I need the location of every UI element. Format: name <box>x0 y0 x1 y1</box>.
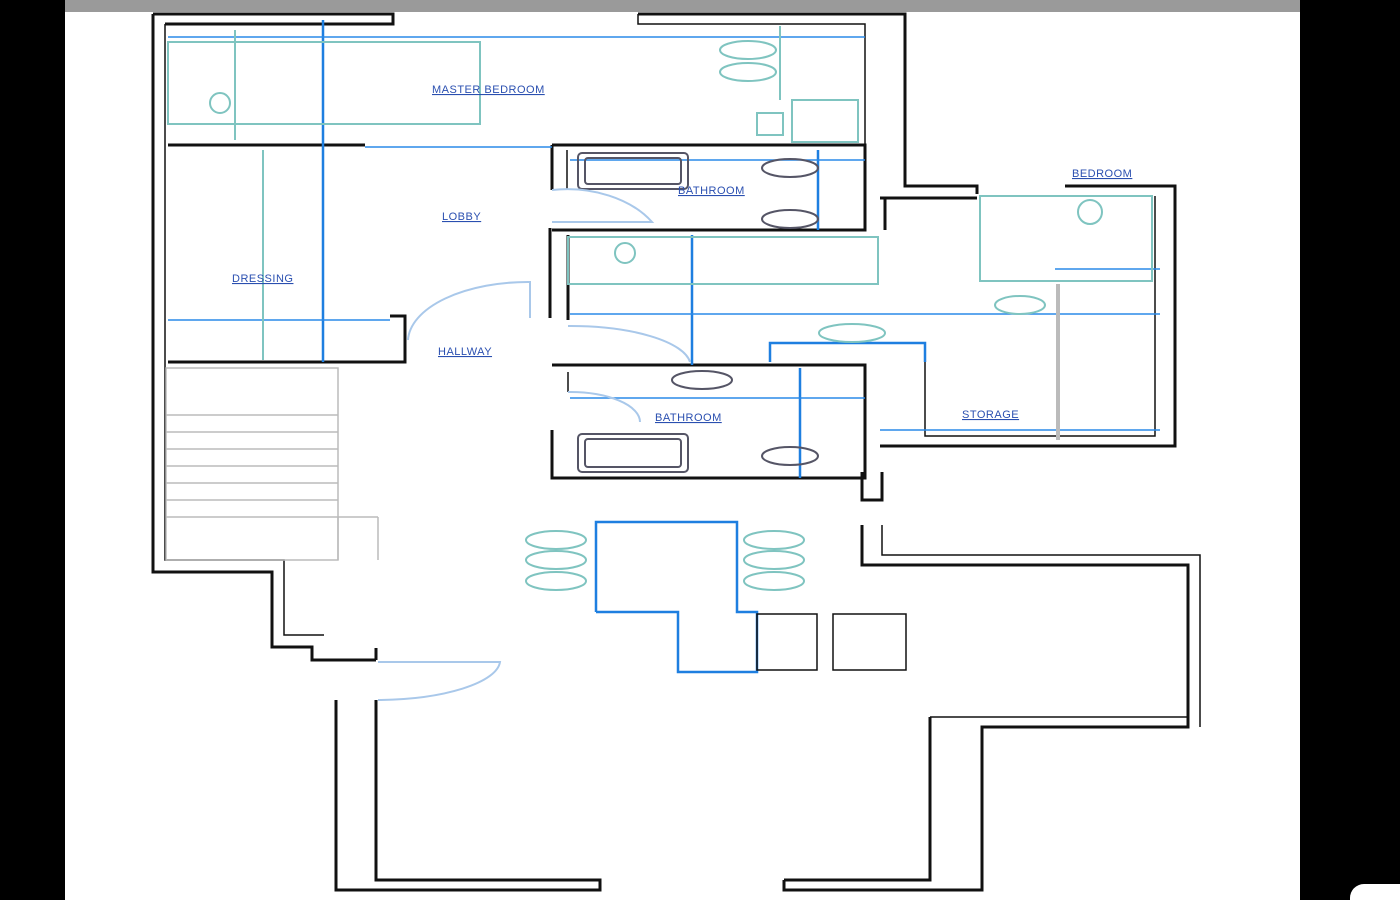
corner-overlay <box>1350 884 1400 900</box>
room-labels: MASTER BEDROOM LOBBY DRESSING HALLWAY BA… <box>232 84 1132 424</box>
floor-plan-page <box>65 0 1300 900</box>
room-label-bathroom-upper: BATHROOM <box>678 185 745 197</box>
furniture <box>167 26 1153 671</box>
stairs <box>165 367 379 561</box>
door-swings <box>377 188 691 701</box>
top-scroll-strip <box>65 0 1300 12</box>
bathroom-fixtures <box>577 152 819 473</box>
walls <box>151 12 1201 892</box>
room-label-master-bedroom: MASTER BEDROOM <box>432 84 545 96</box>
dimension-lines <box>168 20 1160 674</box>
room-label-bathroom-lower: BATHROOM <box>655 412 722 424</box>
room-label-hallway: HALLWAY <box>438 346 492 358</box>
room-label-lobby: LOBBY <box>442 211 481 223</box>
room-label-bedroom: BEDROOM <box>1072 168 1132 180</box>
room-label-storage: STORAGE <box>962 409 1019 421</box>
room-label-dressing: DRESSING <box>232 273 293 285</box>
